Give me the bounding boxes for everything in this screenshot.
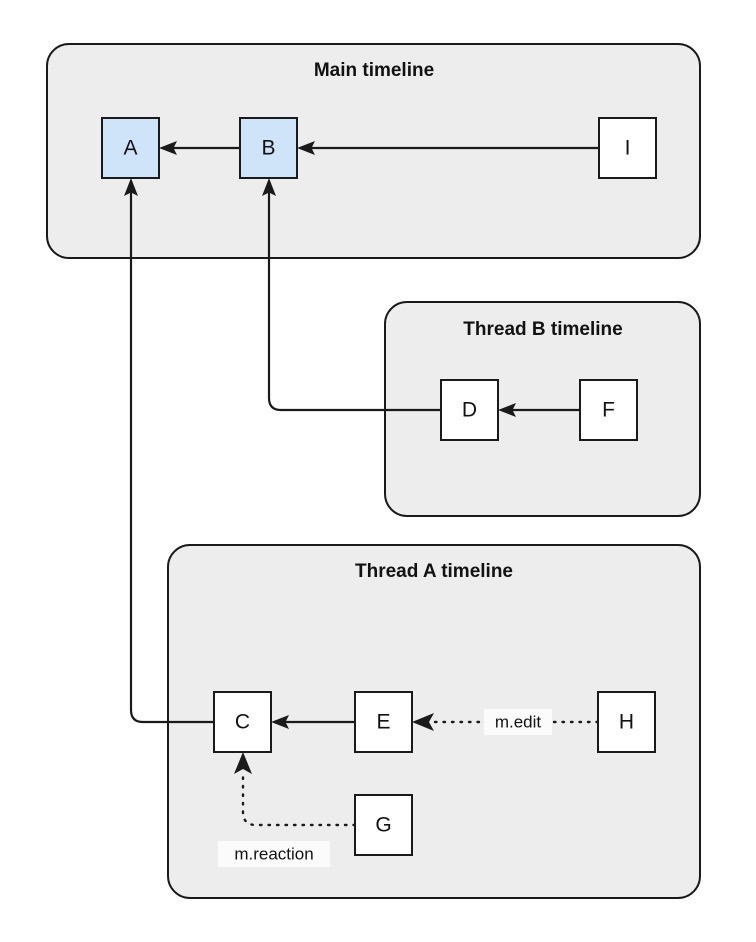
edge-c-to-a — [124, 178, 214, 724]
edge-d-to-b-arrowhead — [262, 178, 276, 196]
edge-c-to-a-arrowhead — [124, 178, 138, 196]
node-layer: A B I D F C E — [101, 117, 657, 856]
node-e-label: E — [376, 711, 390, 734]
node-g-box[interactable] — [354, 794, 413, 856]
edge-e-to-c — [271, 715, 355, 729]
node-b[interactable]: B — [239, 117, 298, 179]
node-f[interactable]: F — [579, 379, 638, 441]
edge-f-to-d — [498, 403, 580, 417]
node-d-box[interactable] — [440, 379, 499, 441]
edge-d-to-b-line — [267, 191, 441, 412]
node-b-box[interactable] — [239, 117, 298, 179]
node-i-box[interactable] — [598, 117, 657, 179]
group-main-timeline: Main timeline — [46, 43, 701, 259]
node-g[interactable]: G — [354, 794, 413, 856]
edge-label-m-edit: m.edit — [484, 709, 552, 735]
node-h[interactable]: H — [597, 691, 656, 753]
node-e-box[interactable] — [354, 691, 413, 753]
edge-label-layer: m.edit m.reaction — [218, 709, 552, 867]
group-thread-a-timeline-title: Thread A timeline — [355, 561, 513, 582]
edge-b-to-a-arrowhead — [159, 141, 177, 155]
edge-i-to-b — [297, 141, 599, 155]
group-main-timeline-title: Main timeline — [314, 60, 434, 81]
node-i[interactable]: I — [598, 117, 657, 179]
edge-label-m-reaction-background — [218, 841, 330, 867]
node-a-box[interactable] — [101, 117, 160, 179]
node-d[interactable]: D — [440, 379, 499, 441]
edge-e-to-c-arrowhead — [271, 715, 289, 729]
node-a-label: A — [123, 137, 137, 160]
edge-f-to-d-arrowhead — [498, 403, 516, 417]
edge-layer — [124, 141, 600, 827]
edge-h-to-e-arrowhead — [412, 713, 434, 731]
edge-label-m-reaction: m.reaction — [218, 841, 330, 867]
edge-i-to-b-arrowhead — [297, 141, 315, 155]
node-h-box[interactable] — [597, 691, 656, 753]
node-g-label: G — [375, 814, 391, 837]
node-e[interactable]: E — [354, 691, 413, 753]
edge-g-to-c-arrowhead — [234, 752, 252, 774]
edge-d-to-b — [262, 178, 441, 412]
group-main-timeline-box — [46, 43, 701, 259]
node-h-label: H — [619, 711, 634, 734]
edge-g-to-c — [234, 752, 357, 827]
node-c[interactable]: C — [213, 691, 272, 753]
node-i-label: I — [625, 137, 631, 160]
edge-g-to-c-line — [241, 770, 357, 827]
edge-b-to-a — [159, 141, 240, 155]
edge-label-m-edit-text: m.edit — [495, 712, 542, 731]
node-b-label: B — [261, 137, 275, 160]
node-c-label: C — [235, 711, 250, 734]
node-d-label: D — [462, 399, 477, 422]
group-thread-b-timeline-title: Thread B timeline — [463, 319, 622, 340]
edge-label-m-reaction-text: m.reaction — [234, 844, 313, 863]
node-c-box[interactable] — [213, 691, 272, 753]
node-a[interactable]: A — [101, 117, 160, 179]
node-f-box[interactable] — [579, 379, 638, 441]
edge-c-to-a-line — [129, 191, 214, 724]
edge-h-to-e — [412, 713, 600, 731]
edge-label-m-edit-background — [484, 709, 552, 735]
node-f-label: F — [602, 399, 615, 422]
